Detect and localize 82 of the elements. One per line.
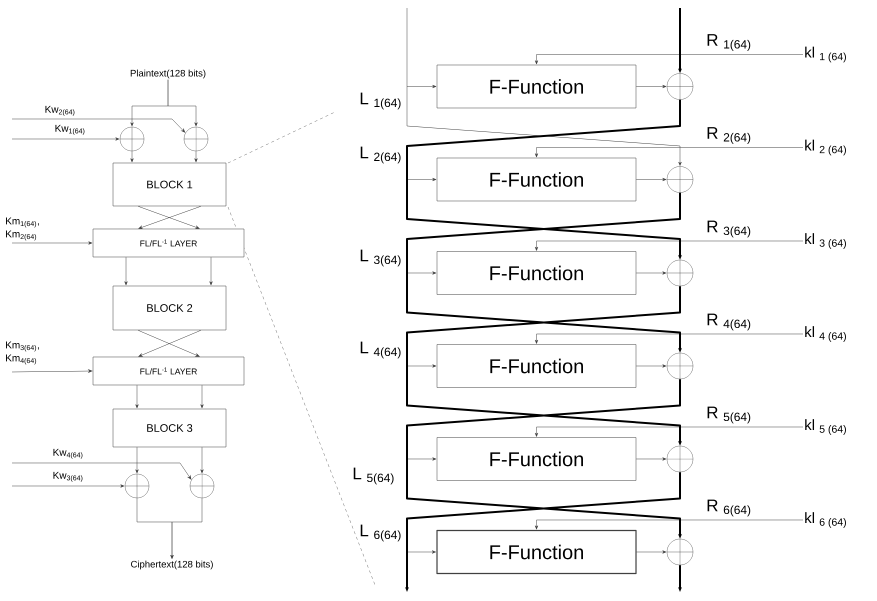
xor-symbol xyxy=(666,538,694,566)
arrow xyxy=(200,385,204,408)
key-label: Kw$_{4(64)}$ xyxy=(53,448,82,459)
signal-label: L $_{1(64)}$ xyxy=(360,92,401,110)
arrow xyxy=(406,8,682,166)
xor-symbol xyxy=(190,474,214,498)
arrow xyxy=(209,257,213,286)
arrow xyxy=(194,150,198,162)
signal-label: R $_{1(64)}$ xyxy=(708,34,750,51)
arrow xyxy=(534,520,804,530)
signal-label: R $_{2(64)}$ xyxy=(708,127,750,144)
arrow xyxy=(534,334,804,344)
arrow xyxy=(406,271,436,275)
arrow xyxy=(12,118,186,133)
key-label: Km$_{3(64)}$, Km$_{4(64)}$ xyxy=(6,342,39,364)
signal-label: R $_{6(64)}$ xyxy=(708,500,750,516)
key-label: kl $_{2 (64)}$ xyxy=(805,140,846,156)
signal-label: L $_{4(64)}$ xyxy=(360,342,401,358)
arrow xyxy=(534,240,804,251)
arrow xyxy=(636,457,666,461)
io-label: Ciphertext(128 bits) xyxy=(131,560,213,570)
signal-label: L $_{5(64)}$ xyxy=(354,468,394,484)
key-label: Kw$_{3(64)}$ xyxy=(53,472,82,482)
signal-label: R $_{3(64)}$ xyxy=(708,220,750,238)
arrow xyxy=(636,271,666,275)
signal-label: R $_{4(64)}$ xyxy=(708,314,750,330)
xor-symbol xyxy=(184,126,208,152)
key-label: kl $_{3 (64)}$ xyxy=(805,233,846,249)
block-box: BLOCK 3 xyxy=(112,408,226,448)
xor-symbol xyxy=(120,126,144,152)
xor-symbol xyxy=(666,166,694,193)
arrow xyxy=(534,426,804,437)
function-box: F-Function xyxy=(436,64,636,108)
arrow xyxy=(12,462,192,480)
xor-symbol xyxy=(666,352,694,380)
arrow xyxy=(135,385,139,408)
arrow xyxy=(636,178,666,182)
xor-symbol xyxy=(124,474,150,498)
arrow xyxy=(406,178,436,182)
block-box: BLOCK 2 xyxy=(112,286,226,330)
xor-symbol xyxy=(666,260,694,286)
layer-box: FL/FL$^{-1}$ LAYER xyxy=(92,228,244,258)
block-box: BLOCK 1 xyxy=(112,162,226,206)
arrow xyxy=(406,457,436,461)
xor-symbol xyxy=(666,73,694,100)
arrow xyxy=(636,364,666,368)
arrow xyxy=(170,498,202,559)
arrow xyxy=(130,150,134,162)
arrow xyxy=(135,447,139,474)
signal-label: L $_{6(64)}$ xyxy=(360,524,401,542)
function-box: F-Function xyxy=(436,344,636,388)
arrow xyxy=(200,447,204,474)
arrow xyxy=(12,369,92,373)
signal-label: R $_{5(64)}$ xyxy=(708,406,750,424)
key-label: Kw$_{1(64)}$ xyxy=(55,124,84,135)
function-box: F-Function xyxy=(436,530,637,574)
arrow xyxy=(406,84,436,88)
signal-label: L $_{2(64)}$ xyxy=(360,146,401,164)
function-box: F-Function xyxy=(436,437,636,481)
xor-symbol xyxy=(666,446,694,472)
arrow xyxy=(168,79,198,126)
key-label: Km$_{1(64)}$, Km$_{2(64)}$ xyxy=(6,218,39,240)
layer-box: FL/FL$^{-1}$ LAYER xyxy=(92,356,244,386)
arrow xyxy=(534,54,804,64)
function-box: F-Function xyxy=(436,251,636,295)
key-label: kl $_{5 (64)}$ xyxy=(805,419,846,435)
arrow xyxy=(12,137,120,141)
arrow xyxy=(636,84,666,88)
signal-label: L $_{3(64)}$ xyxy=(360,250,401,266)
arrow xyxy=(12,484,124,488)
key-label: kl $_{1 (64)}$ xyxy=(805,46,846,62)
key-label: kl $_{4 (64)}$ xyxy=(805,326,846,342)
io-label: Plaintext(128 bits) xyxy=(130,70,206,78)
arrow xyxy=(124,257,128,286)
key-label: kl $_{6 (64)}$ xyxy=(805,512,846,528)
key-label: Kw$_{2(64)}$ xyxy=(45,106,74,116)
function-box: F-Function xyxy=(436,158,636,202)
arrow xyxy=(406,550,436,554)
arrow xyxy=(636,550,666,554)
arrow xyxy=(534,147,804,158)
arrow xyxy=(12,241,92,245)
arrow xyxy=(406,364,436,368)
